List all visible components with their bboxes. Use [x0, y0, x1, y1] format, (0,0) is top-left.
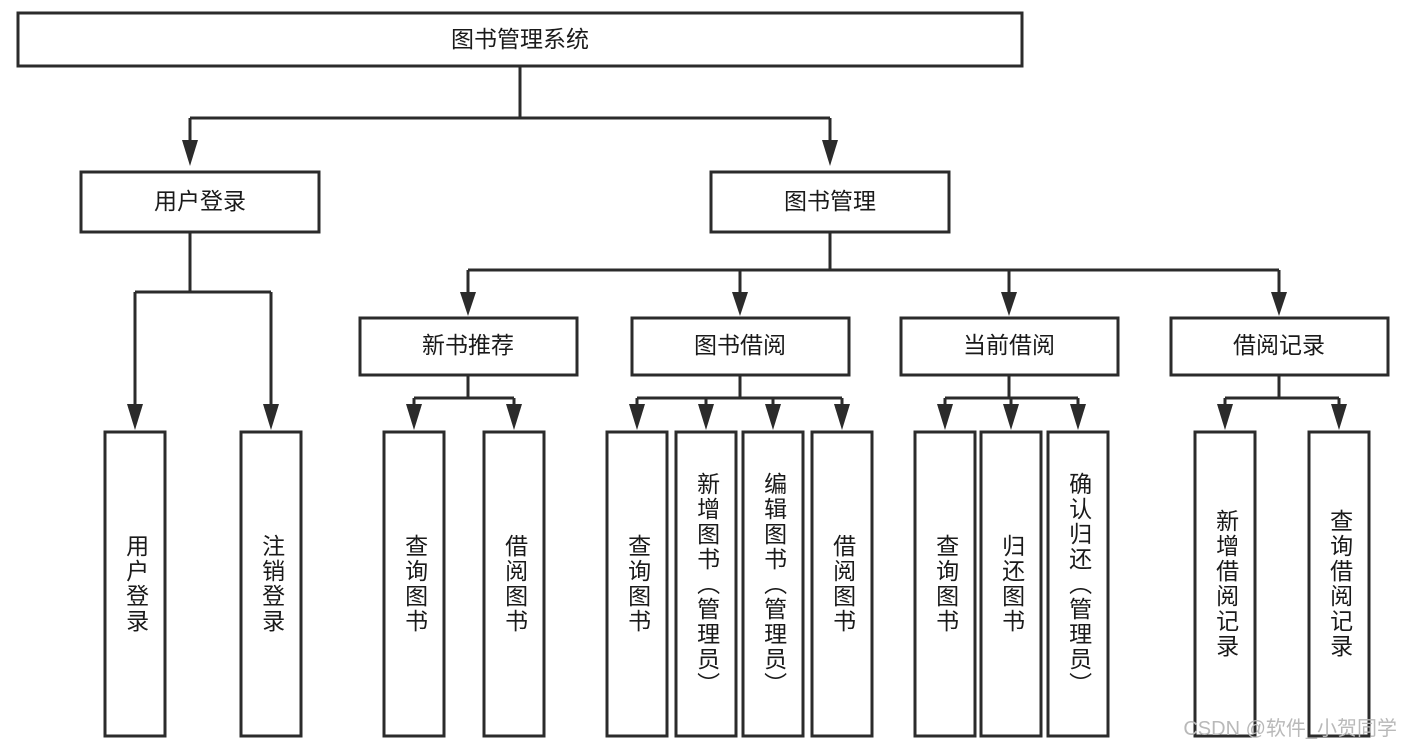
arrowhead-icon	[1331, 404, 1347, 430]
leaf-box-book-borrow-1[interactable]	[605, 430, 669, 738]
leaf-box-user-login-1[interactable]	[103, 430, 167, 738]
arrowhead-icon	[629, 404, 645, 430]
arrowhead-icon	[406, 404, 422, 430]
node-borrow-record-label: 借阅记录	[1233, 332, 1325, 358]
node-user-login-label: 用户登录	[154, 188, 246, 214]
arrowhead-icon	[937, 404, 953, 430]
arrowhead-icon	[506, 404, 522, 430]
node-current-borrow-label: 当前借阅	[963, 332, 1055, 358]
leaf-box-borrow-record-1[interactable]	[1193, 430, 1257, 738]
node-book-management-label: 图书管理	[784, 188, 876, 214]
arrowhead-icon	[1070, 404, 1086, 430]
arrowhead-icon	[1271, 292, 1287, 316]
leaf-box-user-login-2[interactable]	[239, 430, 303, 738]
node-borrow-record-box[interactable]	[1169, 316, 1390, 377]
arrowhead-icon	[182, 140, 198, 166]
arrowhead-icon	[765, 404, 781, 430]
leaf-box-current-borrow-3[interactable]	[1046, 430, 1110, 738]
leaf-box-current-borrow-2[interactable]	[979, 430, 1043, 738]
node-new-book-recommend-label: 新书推荐	[422, 332, 514, 358]
labels-layer: 图书管理系统 用户登录 图书管理 新书推荐 图书借阅 当前借阅 借阅记录	[154, 26, 1325, 358]
node-current-borrow-box[interactable]	[899, 316, 1120, 377]
node-user-login-box[interactable]	[79, 170, 321, 234]
nodes-layer	[16, 11, 1390, 738]
arrowhead-icon	[460, 292, 476, 316]
node-root-box[interactable]	[16, 11, 1024, 68]
arrowhead-icon	[822, 140, 838, 166]
arrowhead-icon	[732, 292, 748, 316]
arrowhead-icon	[1217, 404, 1233, 430]
node-book-management-box[interactable]	[709, 170, 951, 234]
leaf-box-new-book-2[interactable]	[482, 430, 546, 738]
leaf-box-borrow-record-2[interactable]	[1307, 430, 1371, 738]
node-book-borrow-label: 图书借阅	[694, 332, 786, 358]
arrowhead-icon	[834, 404, 850, 430]
arrowhead-icon	[127, 404, 143, 430]
arrowheads-layer	[127, 140, 1347, 430]
leaf-box-current-borrow-1[interactable]	[913, 430, 977, 738]
arrowhead-icon	[263, 404, 279, 430]
arrowhead-icon	[698, 404, 714, 430]
node-new-book-recommend-box[interactable]	[358, 316, 579, 377]
leaf-box-book-borrow-2[interactable]	[674, 430, 738, 738]
node-book-borrow-box[interactable]	[630, 316, 851, 377]
watermark-text: CSDN @软件_小贺同学	[1183, 718, 1397, 740]
arrowhead-icon	[1003, 404, 1019, 430]
leaf-box-book-borrow-3[interactable]	[741, 430, 805, 738]
leaf-box-book-borrow-4[interactable]	[810, 430, 874, 738]
arrowhead-icon	[1001, 292, 1017, 316]
node-root-label: 图书管理系统	[451, 26, 589, 52]
leaf-box-new-book-1[interactable]	[382, 430, 446, 738]
